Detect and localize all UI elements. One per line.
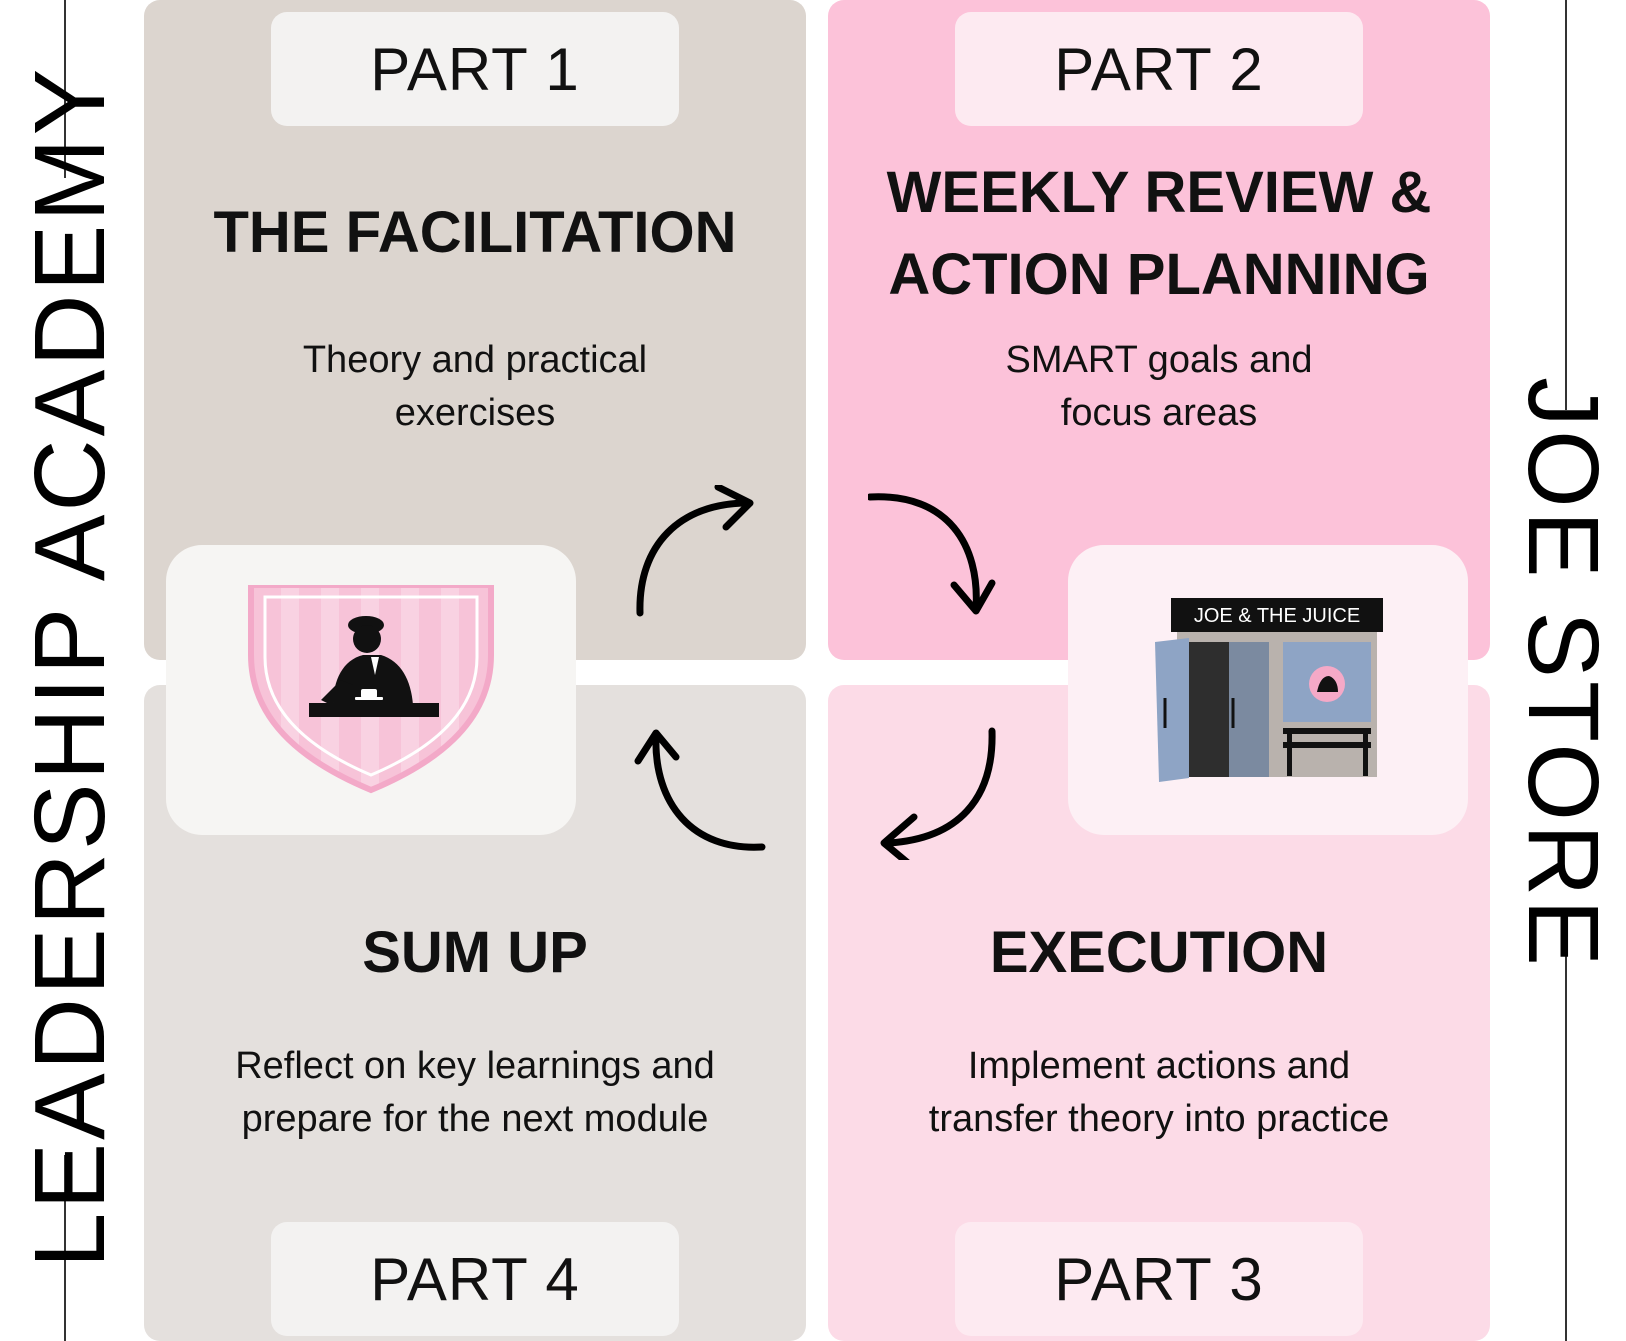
store-icon-card: JOE & THE JUICE — [1068, 545, 1468, 835]
part2-description-line: focus areas — [1060, 392, 1258, 434]
part2-heading: WEEKLY REVIEW & ACTION PLANNING — [828, 152, 1490, 316]
right-divider-bottom — [1565, 937, 1567, 1341]
cycle-arrow-up-icon — [634, 729, 766, 851]
storefront-icon: JOE & THE JUICE — [1155, 597, 1383, 782]
part4-description-line: prepare for the next module — [241, 1098, 709, 1140]
right-divider-top — [1565, 0, 1567, 410]
left-divider-bottom — [64, 1155, 66, 1341]
cycle-arrow-down-icon — [868, 493, 996, 615]
part1-label: PART 1 — [271, 12, 679, 126]
cycle-arrow-up-right-icon — [636, 485, 754, 617]
part4-heading: SUM UP — [362, 920, 588, 985]
part1-description-line: Theory and practical — [302, 339, 648, 381]
joe-store-title: JOE STORE — [1507, 377, 1620, 969]
part1-heading: THE FACILITATION — [213, 200, 737, 265]
academy-crest-icon — [248, 585, 494, 794]
part2-label: PART 2 — [955, 12, 1363, 126]
part3-description-line: Implement actions and — [967, 1045, 1351, 1087]
part4-description-line: Reflect on key learnings and — [235, 1045, 715, 1087]
part4-description: Reflect on key learnings and prepare for… — [144, 1040, 806, 1146]
part2-description-line: SMART goals and — [1005, 339, 1313, 381]
part2-heading-line: WEEKLY REVIEW & — [886, 160, 1432, 225]
part4-label: PART 4 — [271, 1222, 679, 1336]
cycle-arrow-down-left-icon — [880, 727, 996, 860]
part3-description: Implement actions and transfer theory in… — [828, 1040, 1490, 1146]
academy-icon-card — [166, 545, 576, 835]
part3-description-line: transfer theory into practice — [928, 1098, 1390, 1140]
left-divider-top — [64, 0, 66, 178]
store-sign-text: JOE & THE JUICE — [1194, 605, 1360, 627]
leadership-academy-title: LEADERSHIP ACADEMY — [13, 65, 126, 1269]
part3-heading: EXECUTION — [989, 920, 1329, 985]
part2-heading-line: ACTION PLANNING — [888, 242, 1430, 307]
part2-description: SMART goals and focus areas — [828, 334, 1490, 440]
part3-label: PART 3 — [955, 1222, 1363, 1336]
part1-description: Theory and practical exercises — [144, 334, 806, 440]
part1-description-line: exercises — [394, 392, 556, 434]
